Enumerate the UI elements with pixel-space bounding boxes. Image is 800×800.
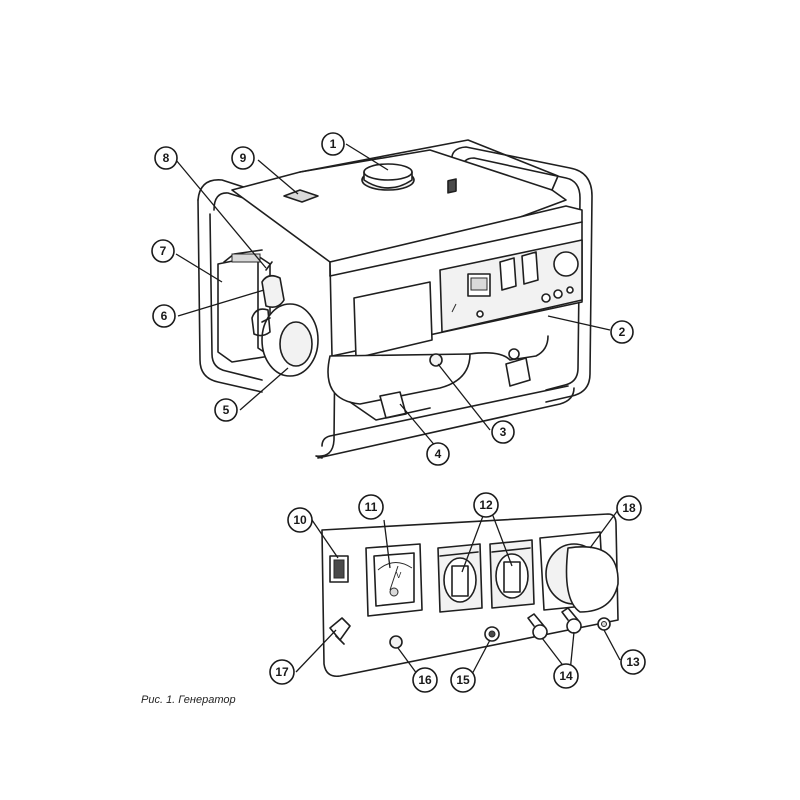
indicator-lamp bbox=[389, 635, 403, 649]
callout-2: 2 bbox=[610, 320, 634, 344]
svg-text:11: 11 bbox=[365, 500, 378, 514]
voltmeter-scale-label: V bbox=[396, 571, 402, 580]
svg-text:7: 7 bbox=[160, 244, 167, 258]
svg-text:12: 12 bbox=[479, 498, 493, 512]
callout-14: 14 bbox=[553, 663, 579, 689]
callout-15: 15 bbox=[450, 667, 476, 693]
svg-text:16: 16 bbox=[418, 673, 432, 687]
callouts: 1 2 3 4 5 6 7 8 9 10 11 12 13 14 15 bbox=[151, 132, 646, 693]
callout-1: 1 bbox=[321, 132, 345, 156]
callout-12: 12 bbox=[473, 492, 499, 518]
svg-text:18: 18 bbox=[622, 501, 636, 515]
svg-text:2: 2 bbox=[619, 325, 626, 339]
generator-illustration bbox=[197, 139, 593, 459]
svg-text:13: 13 bbox=[626, 655, 640, 669]
svg-text:10: 10 bbox=[293, 513, 307, 527]
power-switch bbox=[329, 555, 349, 583]
ac-outlet-1 bbox=[437, 543, 483, 613]
dc-breaker bbox=[484, 626, 500, 642]
svg-text:9: 9 bbox=[240, 151, 247, 165]
leader-lines bbox=[175, 143, 621, 679]
callout-3: 3 bbox=[491, 420, 515, 444]
svg-text:6: 6 bbox=[161, 309, 168, 323]
callout-4: 4 bbox=[426, 442, 450, 466]
ac-outlet-2 bbox=[489, 539, 535, 609]
callout-6: 6 bbox=[152, 304, 176, 328]
callout-9: 9 bbox=[231, 146, 255, 170]
svg-text:5: 5 bbox=[223, 403, 230, 417]
svg-text:17: 17 bbox=[275, 665, 289, 679]
callout-16: 16 bbox=[412, 667, 438, 693]
svg-text:14: 14 bbox=[559, 669, 573, 683]
callout-18: 18 bbox=[616, 495, 642, 521]
voltmeter: V bbox=[365, 543, 423, 617]
callout-10: 10 bbox=[287, 507, 313, 533]
svg-text:4: 4 bbox=[435, 447, 442, 461]
callout-17: 17 bbox=[269, 659, 295, 685]
callout-13: 13 bbox=[620, 649, 646, 675]
high-power-outlet bbox=[539, 531, 619, 613]
control-panel-illustration: V bbox=[321, 513, 619, 678]
svg-text:3: 3 bbox=[500, 425, 507, 439]
callout-7: 7 bbox=[151, 239, 175, 263]
recoil-starter bbox=[251, 303, 319, 377]
fuel-cap bbox=[361, 163, 415, 191]
ground-terminal bbox=[597, 617, 611, 631]
svg-text:15: 15 bbox=[456, 673, 470, 687]
figure-caption: Рис. 1. Генератор bbox=[141, 694, 236, 706]
ignition-key bbox=[329, 617, 351, 645]
callout-11: 11 bbox=[358, 494, 384, 520]
svg-text:1: 1 bbox=[330, 137, 337, 151]
callout-5: 5 bbox=[214, 398, 238, 422]
svg-text:8: 8 bbox=[163, 151, 170, 165]
callout-8: 8 bbox=[154, 146, 178, 170]
